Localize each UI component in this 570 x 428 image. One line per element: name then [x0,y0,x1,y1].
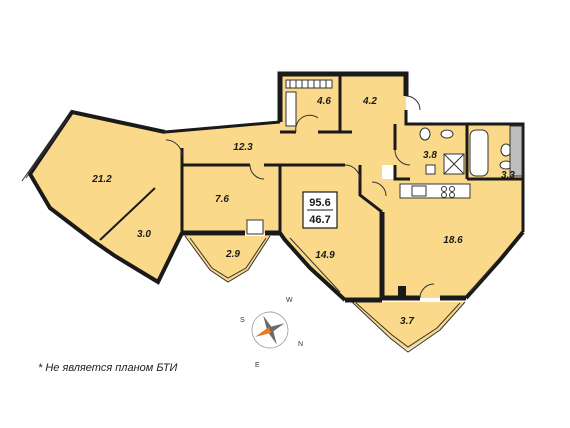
shelf-icon [285,79,333,89]
kitchen-counter-icon [399,183,471,199]
kitchen-living [355,179,523,298]
fixtures [285,79,523,199]
cabinet-icon [285,91,297,127]
room-labels: 21.2 3.0 12.3 4.6 4.2 3.8 3.3 7.6 2.9 14… [91,96,515,327]
room-label-7-6: 7.6 [215,194,229,205]
living-area: 46.7 [309,214,330,226]
room-label-3-0: 3.0 [137,229,151,240]
toilet-icon [419,127,431,141]
balcony-small [185,236,270,282]
bedroom-small [182,165,280,233]
compass-n: N [298,341,303,348]
balcony-large [352,302,465,350]
room-label-12-3: 12.3 [233,142,253,153]
compass-e: E [255,362,260,369]
balcony-door-small [246,219,264,235]
disclaimer-note: * Не является планом БТИ [38,362,178,374]
washer-icon [425,164,436,175]
hall-room [340,72,406,132]
room-label-4-2: 4.2 [362,96,377,107]
sink-icon [440,129,454,139]
compass-icon [251,311,289,349]
room-label-2-9: 2.9 [225,249,240,260]
room-label-3-3: 3.3 [501,170,515,181]
total-area: 95.6 [309,197,330,209]
room-fills [30,72,523,350]
room-label-4-6: 4.6 [316,96,331,107]
walls [21,71,525,353]
column-block [398,286,406,298]
bathtub-icon [469,129,489,177]
room-label-3-8: 3.8 [423,150,437,161]
room-label-14-9: 14.9 [315,250,335,261]
living-room-left [30,112,182,282]
room-label-3-7: 3.7 [400,316,414,327]
room-label-21-2: 21.2 [91,174,112,185]
doors [165,95,435,299]
compass-s: S [240,317,245,324]
shaft-icon [509,125,523,177]
compass-w: W [286,297,293,304]
kitchen-sink-icon [411,185,427,197]
room-label-18-6: 18.6 [443,235,463,246]
